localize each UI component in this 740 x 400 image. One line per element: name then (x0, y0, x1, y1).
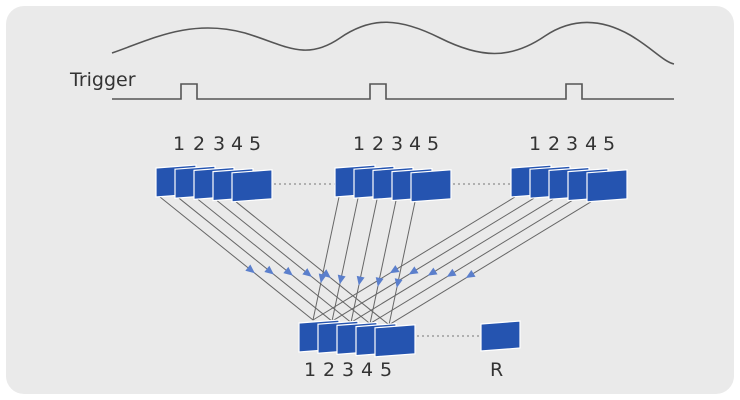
frame-number: 4 (585, 133, 597, 155)
trigger-label: Trigger (69, 69, 136, 91)
connector-line (235, 201, 390, 326)
arrowhead (283, 266, 293, 276)
connector-line (197, 199, 352, 323)
group-1-numbers: 1 2 3 4 5 (173, 133, 261, 155)
connector-lines (159, 196, 592, 326)
frame-number: 1 (529, 133, 541, 155)
frame-number: 3 (391, 133, 403, 155)
frame-number: 5 (380, 359, 392, 381)
output-numbers: 1 2 3 4 5 (304, 359, 392, 381)
frame-number: 5 (603, 133, 615, 155)
arrowhead (408, 266, 419, 275)
connector-line (331, 198, 359, 322)
arrowheads (245, 264, 476, 288)
frame-number: 2 (193, 133, 205, 155)
arrowhead (245, 264, 255, 274)
frame-number: 1 (173, 133, 185, 155)
frame-number: 3 (342, 359, 354, 381)
connector-line (388, 201, 592, 326)
arrowhead (427, 267, 438, 276)
frame-number: 4 (409, 133, 421, 155)
connector-line (178, 197, 333, 322)
reference-frame (480, 320, 521, 352)
frame-number: 5 (249, 133, 261, 155)
frame-g2-5 (410, 169, 452, 203)
connector-line (159, 196, 314, 321)
connector-line (388, 201, 416, 325)
frame-number: 2 (372, 133, 384, 155)
frame-number: 5 (427, 133, 439, 155)
arrowhead (389, 265, 400, 274)
arrowhead (446, 268, 457, 277)
connector-line (350, 198, 554, 323)
arrowhead (394, 278, 403, 288)
arrowhead (337, 274, 346, 285)
frame-g1-5 (231, 169, 273, 203)
frame-number: 1 (304, 359, 316, 381)
frame-number: 3 (213, 133, 225, 155)
arrowhead (375, 277, 384, 287)
frame-number: 1 (353, 133, 365, 155)
arrowhead (318, 273, 327, 284)
periodic-waveform (111, 21, 675, 65)
connector-line (312, 196, 340, 321)
frame-stacks (155, 164, 628, 358)
trigger-pulse-line (112, 83, 674, 100)
output-frame-5 (374, 324, 416, 358)
connector-line (369, 200, 397, 324)
group-3-numbers: 1 2 3 4 5 (529, 133, 615, 155)
arrowhead (302, 268, 312, 277)
connector-line (331, 197, 535, 322)
reference-label: R (490, 359, 503, 381)
arrowhead (356, 275, 365, 286)
frame-number: 3 (566, 133, 578, 155)
frame-number: 4 (361, 359, 373, 381)
frame-number: 2 (548, 133, 560, 155)
group-2-numbers: 1 2 3 4 5 (353, 133, 439, 155)
arrowhead (465, 269, 476, 279)
connector-line (312, 196, 516, 321)
frame-g3-5 (586, 169, 628, 203)
frame-number: 4 (231, 133, 243, 155)
connector-line (369, 200, 573, 325)
arrowhead (264, 265, 274, 275)
connector-line (216, 200, 371, 324)
frame-number: 2 (323, 359, 335, 381)
background-panel (6, 6, 734, 394)
connector-line (350, 199, 378, 323)
